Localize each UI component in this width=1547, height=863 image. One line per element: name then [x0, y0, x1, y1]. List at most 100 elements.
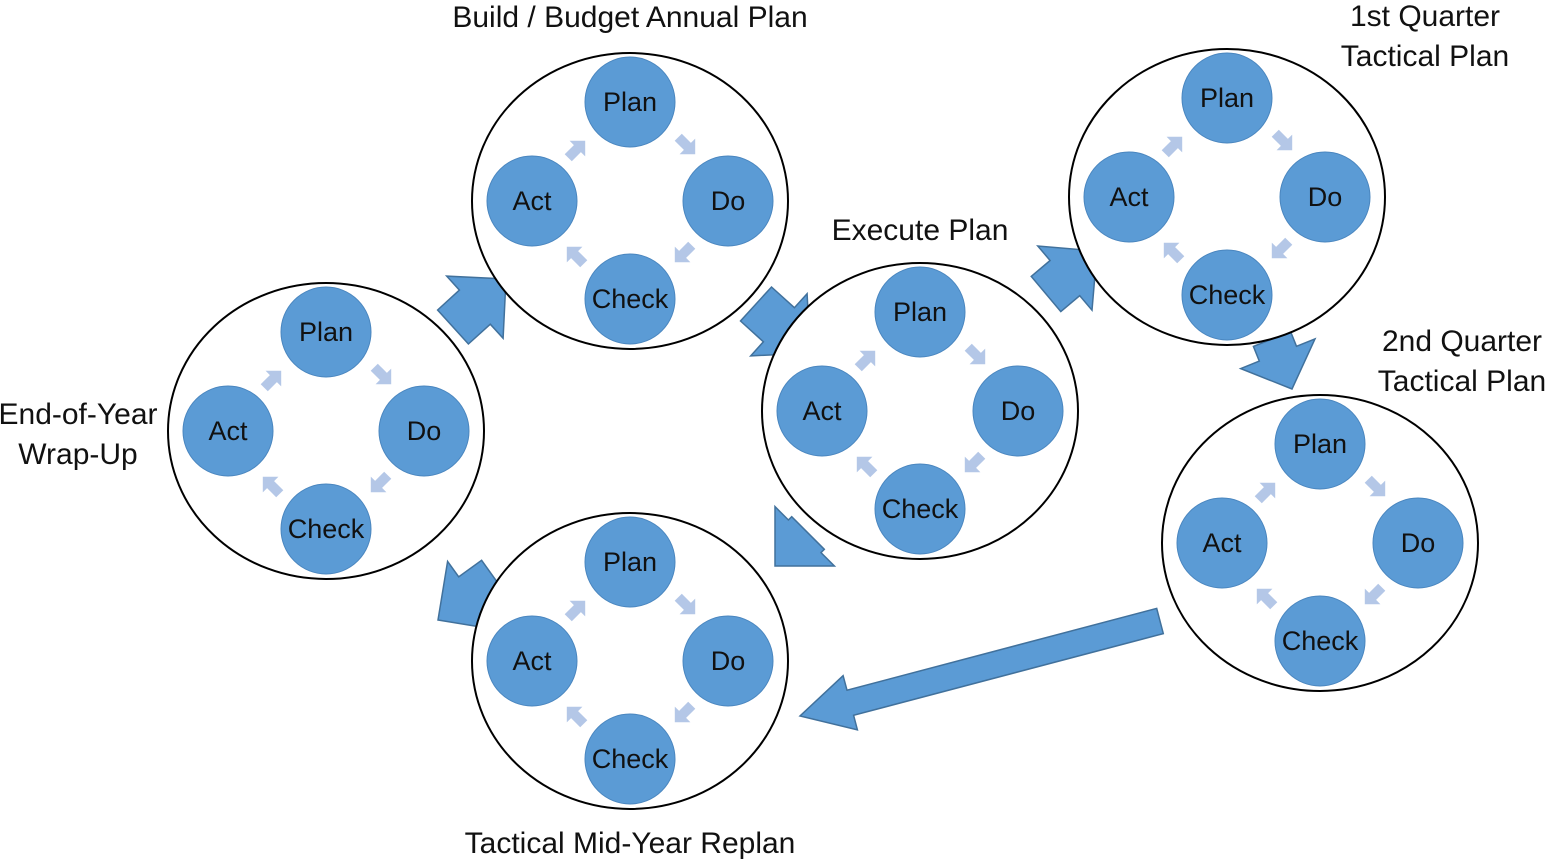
cycle-arrow-check-to-act — [566, 706, 588, 728]
cycle-arrow-act-to-plan — [854, 350, 876, 372]
cycle-node-check — [1274, 595, 1366, 687]
stage-title-execute: Execute Plan — [832, 214, 1009, 247]
cycle-node-do — [378, 385, 470, 477]
cycle-node-plan — [280, 286, 372, 378]
cycle-arrow-plan-to-do — [1271, 129, 1293, 151]
cycle-node-label: Check — [288, 514, 365, 544]
cycle-node-label: Plan — [1200, 83, 1254, 113]
cycle-arrow-plan-to-do — [964, 343, 986, 365]
cycle-arrow-check-to-act — [1256, 588, 1278, 610]
cycle-node-plan — [584, 56, 676, 148]
cycle-node-label: Check — [592, 284, 669, 314]
cycle-arrow-do-to-check — [674, 701, 696, 723]
cycle-node-label: Act — [512, 186, 552, 216]
cycle-node-label: Act — [802, 396, 842, 426]
stage-title-line: 2nd Quarter — [1382, 325, 1542, 358]
cycle-node-do — [682, 615, 774, 707]
cycle-arrow-act-to-plan — [1161, 136, 1183, 158]
cycle-node-label: Do — [1001, 396, 1036, 426]
cycle-node-label: Check — [1282, 626, 1359, 656]
cycle-node-check — [584, 713, 676, 805]
cycle-node-do — [682, 155, 774, 247]
flow-arrows — [436, 245, 1317, 731]
cycle-arrow-check-to-act — [1163, 242, 1185, 264]
cycle-arrow-do-to-check — [1364, 583, 1386, 605]
cycle-node-plan — [584, 516, 676, 608]
cycle-arrow-do-to-check — [1271, 237, 1293, 259]
cycle-arrow-do-to-check — [964, 451, 986, 473]
stage-title-line: 1st Quarter — [1350, 0, 1500, 33]
cycle-node-act — [1176, 497, 1268, 589]
cycle-arrow-plan-to-do — [1364, 475, 1386, 497]
flow-arrow-execute-to-mid-year — [774, 504, 837, 567]
cycle-arrow-do-to-check — [370, 471, 392, 493]
cycle-node-label: Plan — [1293, 429, 1347, 459]
cycle-node-act — [1083, 151, 1175, 243]
cycle-node-label: Act — [512, 646, 552, 676]
stage-ring — [1068, 48, 1386, 346]
stage-title-build-budget: Build / Budget Annual Plan — [452, 1, 807, 34]
cycle-node-do — [1372, 497, 1464, 589]
stage-title-line: Execute Plan — [832, 214, 1009, 247]
cycle-node-act — [486, 615, 578, 707]
cycle-node-do — [972, 365, 1064, 457]
stage-title-line: Wrap-Up — [18, 438, 137, 471]
flow-arrow-execute-to-q1 — [1030, 245, 1098, 313]
stage-title-line: Tactical Plan — [1341, 40, 1509, 73]
stage-ring — [167, 282, 485, 580]
cycle-node-act — [776, 365, 868, 457]
stage-title-mid-year: Tactical Mid-Year Replan — [465, 827, 796, 860]
cycle-node-label: Check — [882, 494, 959, 524]
cycle-arrow-check-to-act — [262, 476, 284, 498]
cycle-node-label: Do — [711, 186, 746, 216]
cycle-node-label: Plan — [299, 317, 353, 347]
flow-arrow-q1-to-q2 — [1238, 330, 1317, 390]
cycle-node-label: Do — [1401, 528, 1436, 558]
cycle-node-label: Act — [1202, 528, 1242, 558]
cycle-node-label: Check — [592, 744, 669, 774]
cycle-arrow-plan-to-do — [674, 133, 696, 155]
cycle-arrow-check-to-act — [856, 456, 878, 478]
stage-title-line: Tactical Plan — [1378, 365, 1546, 398]
cycle-node-act — [182, 385, 274, 477]
cycle-node-label: Do — [407, 416, 442, 446]
cycle-arrow-do-to-check — [674, 241, 696, 263]
cycle-node-do — [1279, 151, 1371, 243]
cycle-arrow-plan-to-do — [674, 593, 696, 615]
flow-arrow-end-of-year-to-build-budget — [436, 275, 507, 346]
cycle-node-plan — [1274, 398, 1366, 490]
cycle-node-label: Do — [711, 646, 746, 676]
cycle-node-check — [280, 483, 372, 575]
stage-title-line: Tactical Mid-Year Replan — [465, 827, 796, 860]
cycle-node-label: Plan — [603, 87, 657, 117]
cycle-node-label: Plan — [893, 297, 947, 327]
cycle-node-label: Plan — [603, 547, 657, 577]
cycle-node-plan — [1181, 52, 1273, 144]
cycle-arrow-check-to-act — [566, 246, 588, 268]
cycle-arrow-act-to-plan — [564, 600, 586, 622]
stage-title-line: Build / Budget Annual Plan — [452, 1, 807, 34]
cycle-node-check — [1181, 249, 1273, 341]
cycle-node-check — [584, 253, 676, 345]
cycle-node-act — [486, 155, 578, 247]
cycle-node-label: Act — [1109, 182, 1149, 212]
stage-ring — [471, 52, 789, 350]
cycle-arrow-act-to-plan — [1254, 482, 1276, 504]
cycle-node-label: Do — [1308, 182, 1343, 212]
cycle-arrow-act-to-plan — [564, 140, 586, 162]
cycle-node-check — [874, 463, 966, 555]
cycle-node-label: Check — [1189, 280, 1266, 310]
flow-arrow-q2-to-mid-year — [798, 607, 1165, 731]
cycle-node-plan — [874, 266, 966, 358]
